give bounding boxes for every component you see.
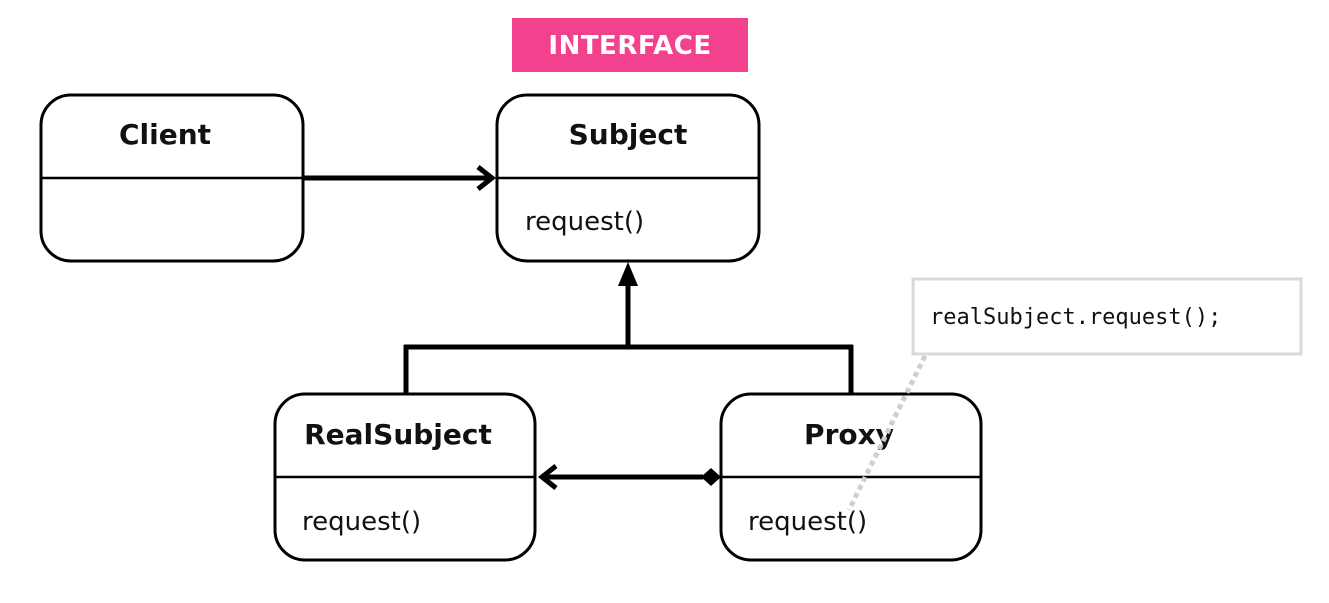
class-real-subject[interactable]: RealSubject request() — [273, 392, 537, 562]
realization-arrowhead — [618, 262, 638, 286]
interface-badge-label: INTERFACE — [548, 31, 711, 61]
interface-badge-bg — [512, 18, 748, 72]
class-client[interactable]: Client — [39, 93, 305, 263]
interface-stereotype: INTERFACE — [512, 18, 748, 72]
composition-diamond — [701, 468, 721, 486]
proxy-real-subject-composition — [537, 464, 721, 490]
class-subject[interactable]: Subject request() — [495, 93, 761, 263]
proxy-method: request() — [748, 507, 867, 537]
realization-connector — [403, 262, 854, 394]
real-subject-method: request() — [302, 507, 421, 537]
code-note: realSubject.request(); — [846, 277, 1303, 512]
note-anchor-line — [846, 354, 928, 512]
client-name: Client — [119, 118, 211, 151]
client-subject-association — [303, 165, 497, 191]
subject-name: Subject — [569, 118, 688, 151]
note-box — [911, 277, 1303, 356]
subject-method: request() — [525, 207, 644, 237]
composition-arrowhead — [537, 464, 558, 490]
note-code: realSubject.request(); — [930, 305, 1221, 330]
association-arrowhead — [476, 165, 497, 191]
class-proxy[interactable]: Proxy request() — [719, 392, 983, 562]
real-subject-name: RealSubject — [304, 418, 492, 451]
